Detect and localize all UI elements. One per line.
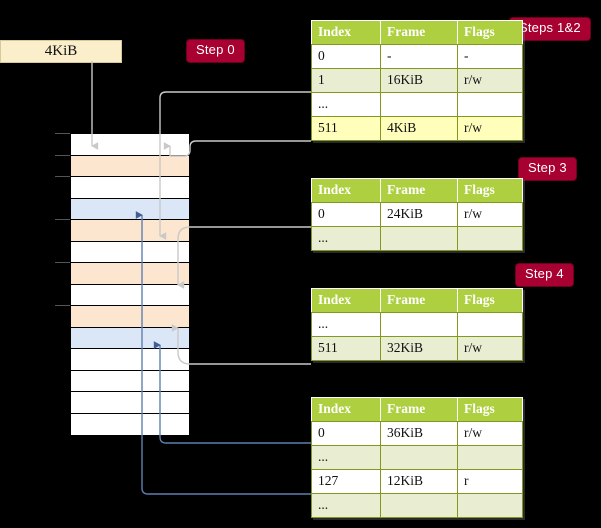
memory-row-9-page bbox=[71, 327, 189, 349]
level-4-table-header-frame: Frame bbox=[380, 20, 458, 45]
memory-row-4-frame bbox=[71, 220, 189, 242]
wire-l4-511-out bbox=[189, 140, 311, 150]
level-1-table-r3-frame bbox=[380, 493, 458, 518]
level-4-table-r2-frame bbox=[380, 92, 458, 117]
level-4-table-r1-frame: 16KiB bbox=[380, 68, 458, 93]
memory-row-8-frame bbox=[71, 306, 189, 328]
level-3-table-r1-flags bbox=[457, 226, 523, 251]
level-1-table-header-flags: Flags bbox=[457, 397, 523, 422]
table-row[interactable]: ... bbox=[311, 493, 523, 518]
badge-step-0: Step 0 bbox=[187, 40, 244, 62]
memory-tick-0 bbox=[55, 133, 70, 134]
memory-tick-4 bbox=[55, 219, 70, 220]
wire-l2-511-to-memory bbox=[171, 324, 311, 365]
memory-row-0-empty bbox=[71, 134, 189, 156]
level-2-table-r0-flags bbox=[457, 312, 523, 337]
wire-l3-0-to-memory bbox=[177, 226, 311, 289]
table-row[interactable]: 0-- bbox=[311, 44, 523, 69]
memory-tick-8 bbox=[55, 305, 70, 306]
level-1-table-r0-index: 0 bbox=[311, 421, 381, 446]
level-4-table-header-flags: Flags bbox=[457, 20, 523, 45]
table-row[interactable]: ... bbox=[311, 312, 523, 337]
level-4-table-r2-flags bbox=[457, 92, 523, 117]
table-row[interactable]: ... bbox=[311, 226, 523, 251]
level-1-table-r1-index: ... bbox=[311, 445, 381, 470]
table-row[interactable]: ... bbox=[311, 92, 523, 117]
level-3-table-r0-flags: r/w bbox=[457, 202, 523, 227]
memory-row-7-empty bbox=[71, 284, 189, 306]
memory-row-11-empty bbox=[71, 370, 189, 392]
level-2-table-r0-index: ... bbox=[311, 312, 381, 337]
level-3-table-r0-frame: 24KiB bbox=[380, 202, 458, 227]
level-4-table-r0-index: 0 bbox=[311, 44, 381, 69]
level-1-table-r2-flags: r bbox=[457, 469, 523, 494]
memory-row-5-empty bbox=[71, 241, 189, 263]
virtual-address-box: 4KiB bbox=[0, 40, 122, 63]
level-2-table-r0-frame bbox=[380, 312, 458, 337]
memory-tick-2 bbox=[55, 176, 70, 177]
level-4-table-r3-flags: r/w bbox=[457, 116, 523, 141]
table-row[interactable]: ... bbox=[311, 445, 523, 470]
level-1-table-r0-flags: r/w bbox=[457, 421, 523, 446]
level-4-table-r1-index: 1 bbox=[311, 68, 381, 93]
level-1-table-header-frame: Frame bbox=[380, 397, 458, 422]
memory-row-13-empty bbox=[71, 413, 189, 435]
level-4-table-r1-flags: r/w bbox=[457, 68, 523, 93]
level-2-table-r1-flags: r/w bbox=[457, 336, 523, 361]
level-1-table-r3-index: ... bbox=[311, 493, 381, 518]
memory-row-12-empty bbox=[71, 392, 189, 414]
level-1-table-r3-flags bbox=[457, 493, 523, 518]
badge-step-4: Step 4 bbox=[516, 264, 573, 286]
level-2-table-header-frame: Frame bbox=[380, 288, 458, 313]
level-1-table-header-index: Index bbox=[311, 397, 381, 422]
memory-row-6-frame bbox=[71, 263, 189, 285]
badge-step-3: Step 3 bbox=[519, 158, 576, 180]
level-3-table-header-frame: Frame bbox=[380, 178, 458, 203]
memory-row-3-page bbox=[71, 198, 189, 220]
memory-tick-6 bbox=[55, 262, 70, 263]
level-3-table-header-flags: Flags bbox=[457, 178, 523, 203]
level-3-table-r1-frame bbox=[380, 226, 458, 251]
memory-row-2-empty bbox=[71, 177, 189, 199]
level-1-table-r1-frame bbox=[380, 445, 458, 470]
level-3-table-r0-index: 0 bbox=[311, 202, 381, 227]
level-4-table-r0-frame: - bbox=[380, 44, 458, 69]
level-2-table-r1-index: 511 bbox=[311, 336, 381, 361]
level-1-table-r0-frame: 36KiB bbox=[380, 421, 458, 446]
level-4-table-r2-index: ... bbox=[311, 92, 381, 117]
memory-tick-1 bbox=[55, 154, 70, 156]
physical-memory-column bbox=[70, 133, 190, 436]
level-4-table-r0-flags: - bbox=[457, 44, 523, 69]
level-2-table-header-flags: Flags bbox=[457, 288, 523, 313]
level-3-table-header-index: Index bbox=[311, 178, 381, 203]
badge-steps-1-2: Steps 1&2 bbox=[510, 18, 590, 40]
level-2-table-r1-frame: 32KiB bbox=[380, 336, 458, 361]
level-4-table-r3-frame: 4KiB bbox=[380, 116, 458, 141]
level-3-table-r1-index: ... bbox=[311, 226, 381, 251]
level-2-table-header-index: Index bbox=[311, 288, 381, 313]
level-1-table-r2-index: 127 bbox=[311, 469, 381, 494]
level-4-table-r3-index: 511 bbox=[311, 116, 381, 141]
memory-row-10-empty bbox=[71, 349, 189, 371]
memory-row-1-frame bbox=[71, 155, 189, 177]
level-1-table-r2-frame: 12KiB bbox=[380, 469, 458, 494]
level-4-table-header-index: Index bbox=[311, 20, 381, 45]
level-1-table-r1-flags bbox=[457, 445, 523, 470]
